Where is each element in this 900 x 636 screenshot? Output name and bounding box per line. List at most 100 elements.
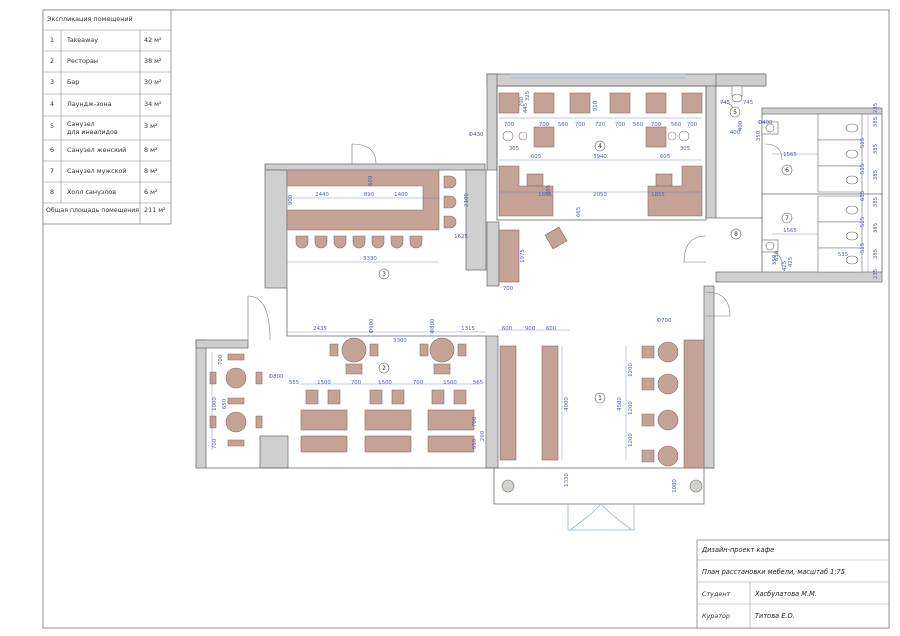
- explication-row-name: Санузел мужской: [67, 167, 127, 175]
- dimension-label: 605: [660, 154, 670, 160]
- dimension-label: 425: [788, 257, 794, 267]
- explication-row-area: 34 м²: [144, 100, 162, 108]
- project-title: Дизайн-проект кафе: [701, 546, 774, 554]
- explication-row-area: 8 м²: [144, 167, 158, 175]
- dimension-label: 1565: [783, 152, 797, 158]
- sheet-frame: [42, 9, 890, 629]
- room-marker-label: 5: [733, 109, 737, 116]
- wall-lounge-right: [705, 85, 717, 219]
- dimension-label: 400: [730, 130, 741, 136]
- takeaway-columns: [501, 479, 703, 493]
- space-outline: [206, 85, 883, 505]
- dimension-label: 325: [525, 91, 531, 101]
- explication-row-name: Бар: [67, 78, 79, 86]
- room-marker-label: 3: [382, 271, 386, 278]
- dimension-label: 560: [558, 122, 569, 128]
- dimension-label: 650: [774, 250, 780, 261]
- dimension-label: 600: [546, 326, 557, 332]
- wall-restaurant-left: [195, 339, 207, 469]
- explication-row-name: Санузел женский: [67, 146, 126, 154]
- dimension-label: 1315: [461, 326, 475, 332]
- room-marker-circle: [781, 212, 793, 224]
- room-marker-label: 2: [382, 365, 386, 372]
- explication-row-area: 8 м²: [144, 146, 158, 154]
- dimension-label: 1200: [628, 433, 634, 447]
- dimension-label: 350: [772, 254, 778, 265]
- dimension-label: 515: [860, 217, 866, 227]
- room-marker-label: 7: [785, 215, 789, 222]
- curator-label: Куратор: [702, 612, 730, 620]
- dimension-label: 700: [519, 96, 525, 107]
- dimension-label: 200: [480, 430, 486, 441]
- room-marker-circle: [378, 268, 390, 280]
- dimension-label: 890: [364, 192, 375, 198]
- takeaway-stools: [641, 341, 679, 467]
- room-marker-circle: [594, 140, 606, 152]
- dimension-label: 1000: [212, 397, 218, 411]
- bar-stools: [295, 175, 457, 249]
- dimension-label: 235: [873, 103, 879, 113]
- room-marker-label: 8: [734, 231, 738, 238]
- explication-row-area: 42 м²: [144, 36, 162, 44]
- dimension-label: 665: [576, 207, 582, 217]
- dimension-label: 700: [575, 122, 586, 128]
- dimension-label: 1500: [443, 380, 457, 386]
- dimension-label: 385: [873, 249, 879, 259]
- room-marker-circle: [781, 164, 793, 176]
- dimension-label: 560: [671, 122, 682, 128]
- dimension-label: 4000: [564, 397, 570, 411]
- dimension-label: 1200: [628, 401, 634, 415]
- dimension-label: 515: [860, 138, 866, 148]
- dimension-label: 900: [525, 326, 536, 332]
- dimension-label: 1855: [538, 192, 552, 198]
- dimension-label: 700: [504, 122, 515, 128]
- dimension-label: 600: [502, 326, 513, 332]
- dimension-label: 1400: [394, 192, 408, 198]
- dimension-label: 560: [633, 122, 644, 128]
- dimension-label: Ф800: [269, 374, 284, 380]
- dimension-label: 700: [218, 354, 224, 365]
- room-marker-circle: [594, 392, 606, 404]
- explication-row-number: 5: [50, 122, 54, 130]
- dimension-label: 565: [473, 380, 483, 386]
- explication-row-name: Лаундж-зона: [67, 100, 112, 108]
- explication-total-value: 211 м²: [144, 206, 166, 214]
- dimension-label: 910: [593, 100, 599, 111]
- wall-restaurant-bottom-left: [259, 435, 289, 469]
- dimension-label: 385: [873, 117, 879, 127]
- dimension-label: 3300: [393, 338, 407, 344]
- student-value: Хасбулатова М.М.: [754, 590, 817, 598]
- lounge-small-tables: [502, 130, 690, 142]
- dimension-label: Ф900: [369, 318, 375, 333]
- dimension-label: 385: [873, 223, 879, 233]
- explication-row-area: 6 м²: [144, 188, 158, 196]
- room-marker-label: 6: [785, 167, 789, 174]
- dimension-label: 425: [782, 261, 788, 271]
- windows: [510, 73, 685, 531]
- dimension-label: 700: [351, 380, 362, 386]
- furniture: [209, 85, 863, 493]
- dimension-label: 600: [368, 175, 374, 186]
- wall-toilets-top: [715, 73, 767, 87]
- explication-row-area: 30 м²: [144, 78, 162, 86]
- explication-row-number: 1: [50, 36, 54, 44]
- explication-row-area: 38 м²: [144, 57, 162, 65]
- dimension-label: 385: [873, 170, 879, 180]
- restaurant-rect-tables: [300, 389, 475, 453]
- student-label: Студент: [702, 590, 730, 598]
- dimension-label: 1625: [454, 234, 468, 240]
- dimension-label: 700: [687, 122, 698, 128]
- dimension-label: 745: [743, 100, 753, 106]
- dimension-label: 700: [413, 380, 424, 386]
- dimension-label: 555: [289, 380, 299, 386]
- explication-row-name: Takeaway: [66, 36, 98, 44]
- dimension-label: 400: [738, 120, 744, 131]
- dimension-label: Ф800: [430, 318, 436, 333]
- explication-row-area: 3 м²: [144, 122, 158, 130]
- dimension-label: 1855: [651, 192, 665, 198]
- room-marker-circle: [378, 362, 390, 374]
- takeaway-counters: [499, 339, 705, 469]
